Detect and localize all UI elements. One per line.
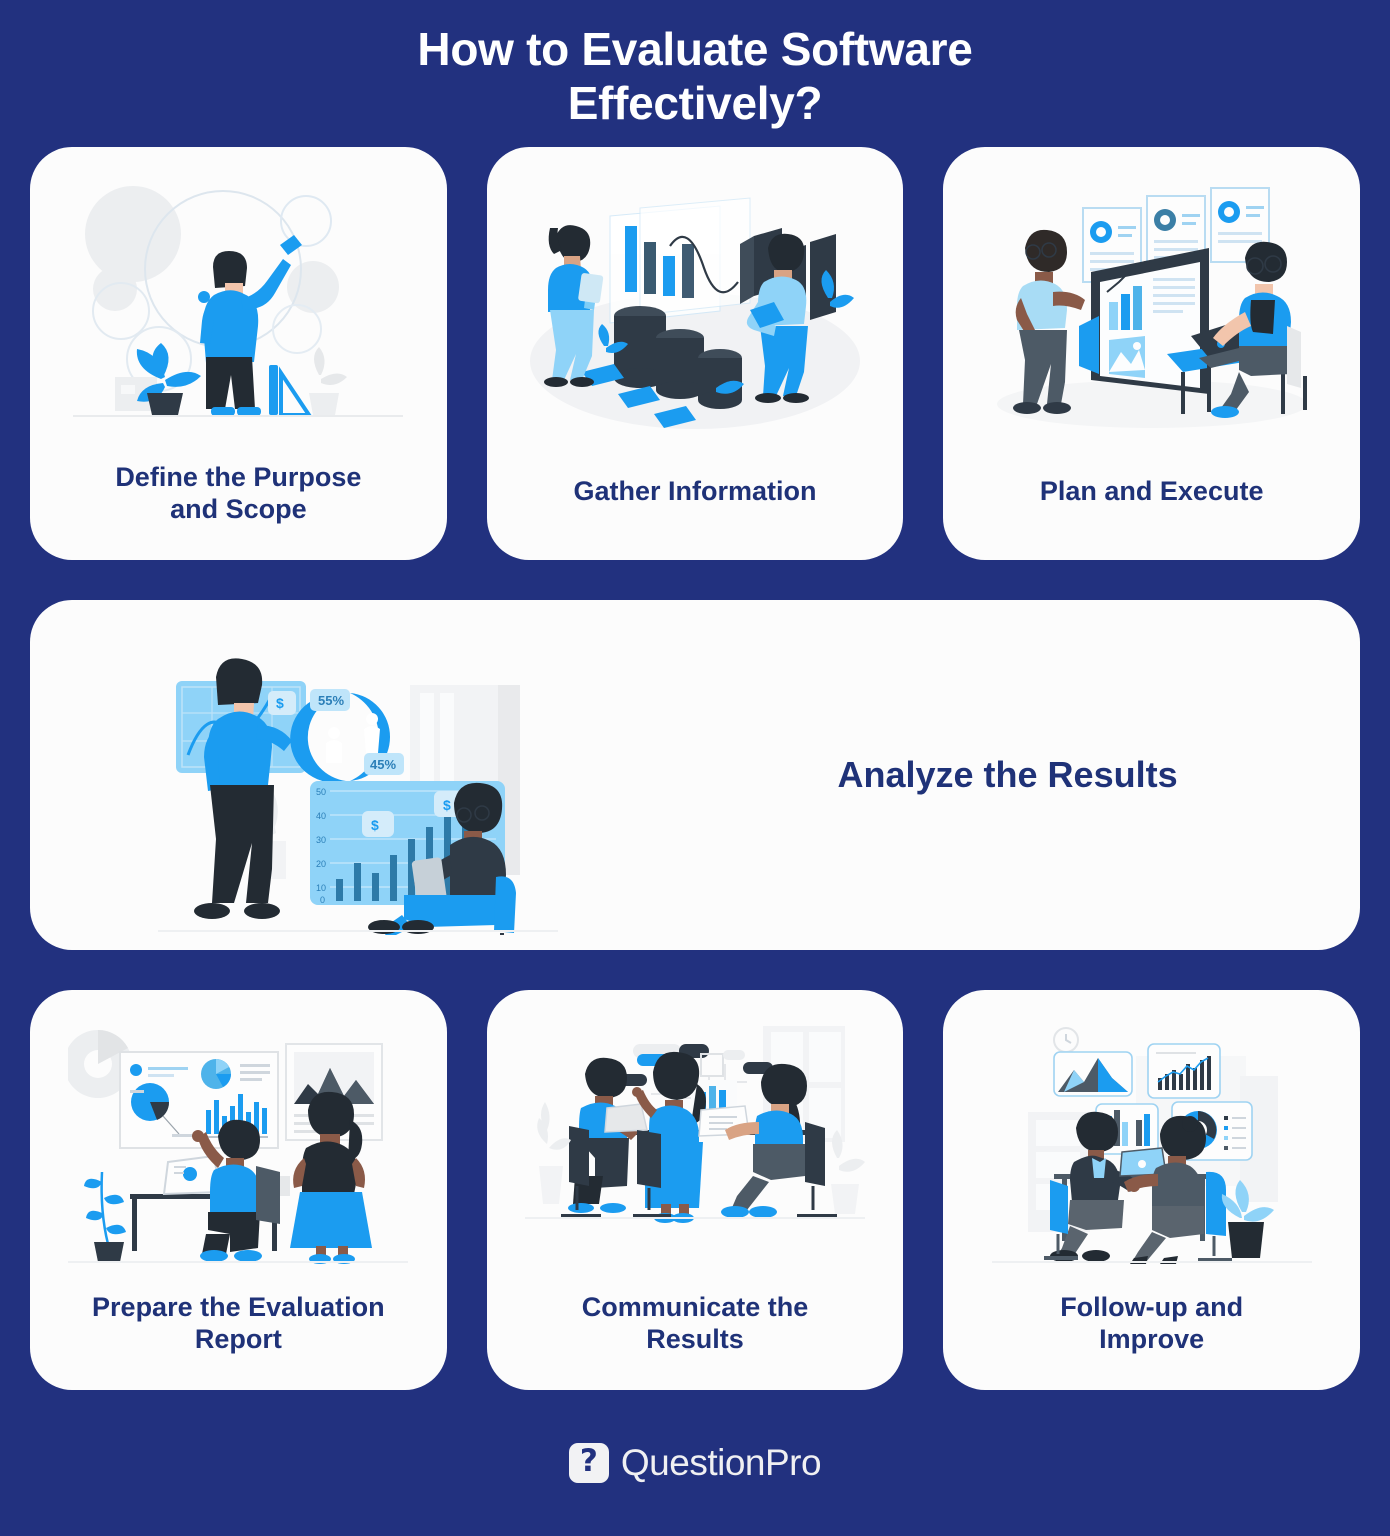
step-label-line2: Results [646, 1323, 744, 1354]
step-label-line1: Prepare the Evaluation [92, 1291, 385, 1322]
step-label-line1: Plan and Execute [1039, 475, 1264, 506]
step-label-line1: Gather Information [573, 475, 817, 506]
step-label-line2: and Scope [170, 493, 307, 524]
questionpro-logo-icon: ? [568, 1442, 609, 1483]
footer-logo: ? QuestionPro [30, 1390, 1360, 1536]
illustration-two-colleagues-desk-dashboard-panels [943, 990, 1360, 1292]
steps-row-middle: $ 55% 45% [30, 599, 1360, 950]
svg-text:20: 20 [316, 859, 326, 869]
svg-text:$: $ [371, 817, 379, 833]
step-label-line1: Follow-up and [1060, 1291, 1244, 1322]
step-label-prepare-evaluation-report: Prepare the Evaluation Report [30, 1292, 447, 1390]
illustration-isometric-data-collection-charts [487, 147, 904, 476]
svg-text:30: 30 [316, 835, 326, 845]
steps-row-bottom: Prepare the Evaluation Report [30, 989, 1361, 1390]
svg-text:$: $ [443, 797, 451, 813]
step-card-plan-and-execute[interactable]: Plan and Execute [943, 146, 1361, 560]
step-label-gather-information: Gather Information [487, 476, 904, 560]
step-label-line1: Communicate the [581, 1291, 809, 1322]
step-card-analyze-the-results[interactable]: $ 55% 45% [30, 599, 1360, 950]
step-card-gather-information[interactable]: Gather Information [486, 146, 904, 560]
svg-text:10: 10 [316, 883, 326, 893]
page-title: How to Evaluate Software Effectively? [30, 0, 1360, 147]
svg-text:45%: 45% [370, 757, 396, 772]
step-label-line1: Analyze the Results [837, 753, 1178, 795]
page-title-line1: How to Evaluate Software [417, 23, 973, 75]
svg-text:40: 40 [316, 811, 326, 821]
steps-row-top: Define the Purpose and Scope [30, 146, 1361, 560]
questionpro-logo-text: QuestionPro [620, 1441, 822, 1483]
step-label-follow-up-and-improve: Follow-up and Improve [943, 1292, 1360, 1390]
svg-text:55%: 55% [318, 693, 344, 708]
step-card-prepare-evaluation-report[interactable]: Prepare the Evaluation Report [30, 989, 447, 1390]
illustration-three-people-meeting-table-laptops [487, 990, 904, 1292]
step-label-line1: Define the Purpose [115, 461, 362, 492]
question-mark-glyph: ? [579, 1443, 598, 1480]
page-title-text: How to Evaluate Software Effectively? [315, 22, 1075, 131]
step-card-follow-up-and-improve[interactable]: Follow-up and Improve [943, 989, 1361, 1390]
illustration-man-woman-analyzing-charts-pie-bar: $ 55% 45% [30, 600, 655, 950]
svg-text:50: 50 [316, 787, 326, 797]
illustration-office-dashboard-reports-desk [30, 990, 447, 1292]
step-card-define-purpose-scope[interactable]: Define the Purpose and Scope [30, 146, 447, 560]
step-label-define-purpose-scope: Define the Purpose and Scope [30, 462, 447, 560]
svg-text:0: 0 [320, 895, 325, 905]
illustration-person-drawing-circle-with-compass [30, 147, 447, 462]
step-label-line2: Report [194, 1323, 282, 1354]
step-card-communicate-the-results[interactable]: Communicate the Results [486, 989, 904, 1390]
step-label-communicate-the-results: Communicate the Results [487, 1292, 904, 1390]
step-label-analyze-the-results: Analyze the Results [655, 754, 1360, 796]
step-label-line2: Improve [1099, 1323, 1205, 1354]
step-label-plan-and-execute: Plan and Execute [943, 476, 1360, 560]
page-title-line2: Effectively? [567, 77, 823, 130]
svg-text:$: $ [276, 695, 284, 711]
illustration-two-people-presentation-board-laptop [943, 147, 1360, 476]
